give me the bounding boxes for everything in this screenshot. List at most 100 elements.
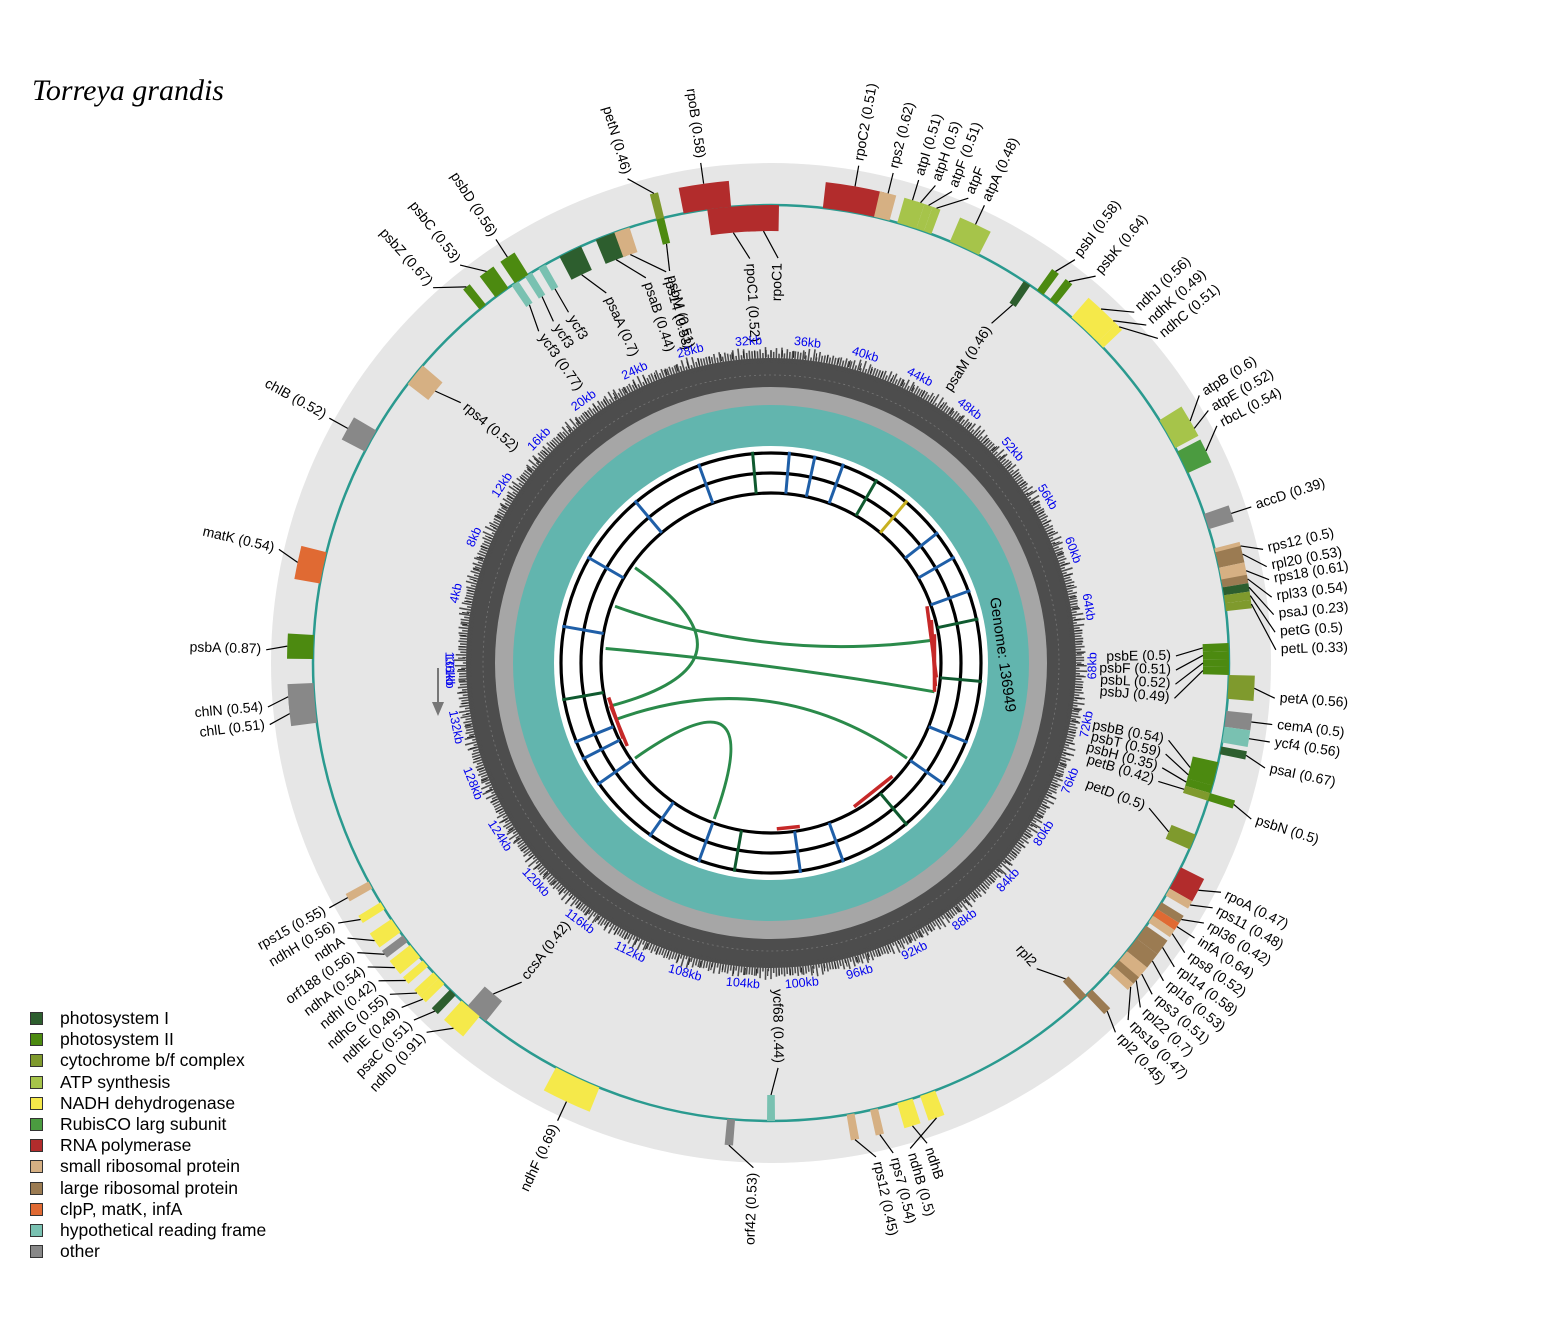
gene-label: psaI (0.67) [1268,760,1337,790]
gene-block [908,201,925,229]
gene-block [1009,281,1031,307]
gene-block [1114,960,1140,984]
gene-block [1207,793,1236,809]
repeat-mark [561,624,604,635]
gene-block [1116,951,1148,981]
kb-label: 132kb [446,709,467,745]
legend-label: photosystem I [60,1008,169,1029]
repeat-mark [784,451,791,494]
gene-leader [728,1144,754,1169]
legend-label: other [60,1241,100,1262]
gene-label: psbJ (0.49) [1099,682,1170,704]
gene-leader [1161,767,1187,783]
gene-leader [266,645,288,651]
repeat-mark [940,676,983,683]
gene-label: psbA (0.87) [189,638,261,656]
gene-leader [912,1125,928,1144]
gene-leader [1106,1010,1116,1033]
gene-block [1169,867,1205,902]
gene-block [1092,317,1117,342]
kb-label: 72kb [1077,710,1096,739]
gene-block [897,1098,921,1129]
gene-label: petN (0.46) [600,104,635,176]
gene-block [874,191,897,221]
gene-track [287,180,1255,1146]
repeat-mark [904,531,939,560]
gene-block [1036,268,1059,295]
gene-block [1177,439,1212,474]
repeat-mark [854,478,879,517]
legend-swatch [30,1223,43,1237]
gene-leader [1240,545,1264,550]
species-title: Torreya grandis [32,74,224,107]
repeat-mark [804,455,817,498]
gene-label: petA (0.56) [1279,689,1348,710]
gene-leader [1174,670,1204,699]
repeat-mark [751,451,758,494]
gene-leader [1193,410,1209,429]
repeat-mark [596,759,633,786]
kb-label: 104kb [725,975,760,992]
gene-leader [770,1067,779,1096]
gene-label: petL (0.33) [1281,639,1349,657]
gene-leader [357,952,385,955]
gene-label: psbN (0.5) [1254,812,1321,847]
gene-leader [928,191,953,206]
gene-leader [1135,980,1141,1008]
kb-label: 136kb [442,651,457,685]
repeat-mark [917,555,956,580]
gene-block [1108,966,1134,990]
legend-item: small ribosomal protein [30,1156,266,1177]
gene-block [1062,976,1087,1001]
gene-block [1224,710,1253,731]
gene-block [1202,651,1229,660]
gene-block [678,180,732,214]
gene-block [767,1094,775,1121]
legend-swatch [30,1160,43,1174]
gene-leader [278,548,298,563]
kb-label: 100kb [784,974,819,991]
kb-label: 68kb [1085,652,1099,679]
gene-block [538,264,559,291]
gene-leader [630,253,667,273]
gene-leader [879,1134,894,1154]
gene-leader [1175,654,1204,671]
gene-block [1157,902,1184,924]
repeat-mark [827,822,845,863]
gene-block [287,633,314,660]
inner-disc [554,446,988,880]
kb-label: 101kb [442,654,457,688]
gene-leader [1168,739,1191,768]
legend-item: photosystem I [30,1008,266,1029]
gene-leader [1162,947,1175,968]
gene-label: chlB (0.52) [262,375,329,422]
legend-item: photosystem II [30,1029,266,1050]
gene-block [559,246,592,280]
repeat-mark [936,617,979,630]
gene-block [341,417,377,452]
repeat-mark [909,759,946,786]
gene-block [1187,771,1215,786]
gene-leader [1181,918,1204,924]
gene-leader [367,966,395,969]
gene-label: rpoC1 [768,263,785,302]
gene-leader [854,165,860,187]
gene-block [822,182,884,218]
gene-block [1185,778,1213,794]
gene-label: psbF (0.51) [1099,659,1171,676]
gene-leader [495,239,508,258]
gene-block [287,682,316,710]
gene-label: accD (0.39) [1253,474,1327,512]
repeat-mark [697,822,715,863]
legend-item: large ribosomal protein [30,1178,266,1199]
gene-block [1148,915,1175,938]
gene-leader [911,179,920,201]
gene-leader [329,897,348,909]
legend-item: clpP, matK, infA [30,1199,266,1220]
gene-leader [389,992,418,995]
legend-label: hypothetical reading frame [60,1219,267,1240]
gene-leader [557,1101,567,1121]
gene-leader [909,1117,937,1149]
legend-swatch [30,1245,43,1259]
gene-leader [1189,395,1200,422]
